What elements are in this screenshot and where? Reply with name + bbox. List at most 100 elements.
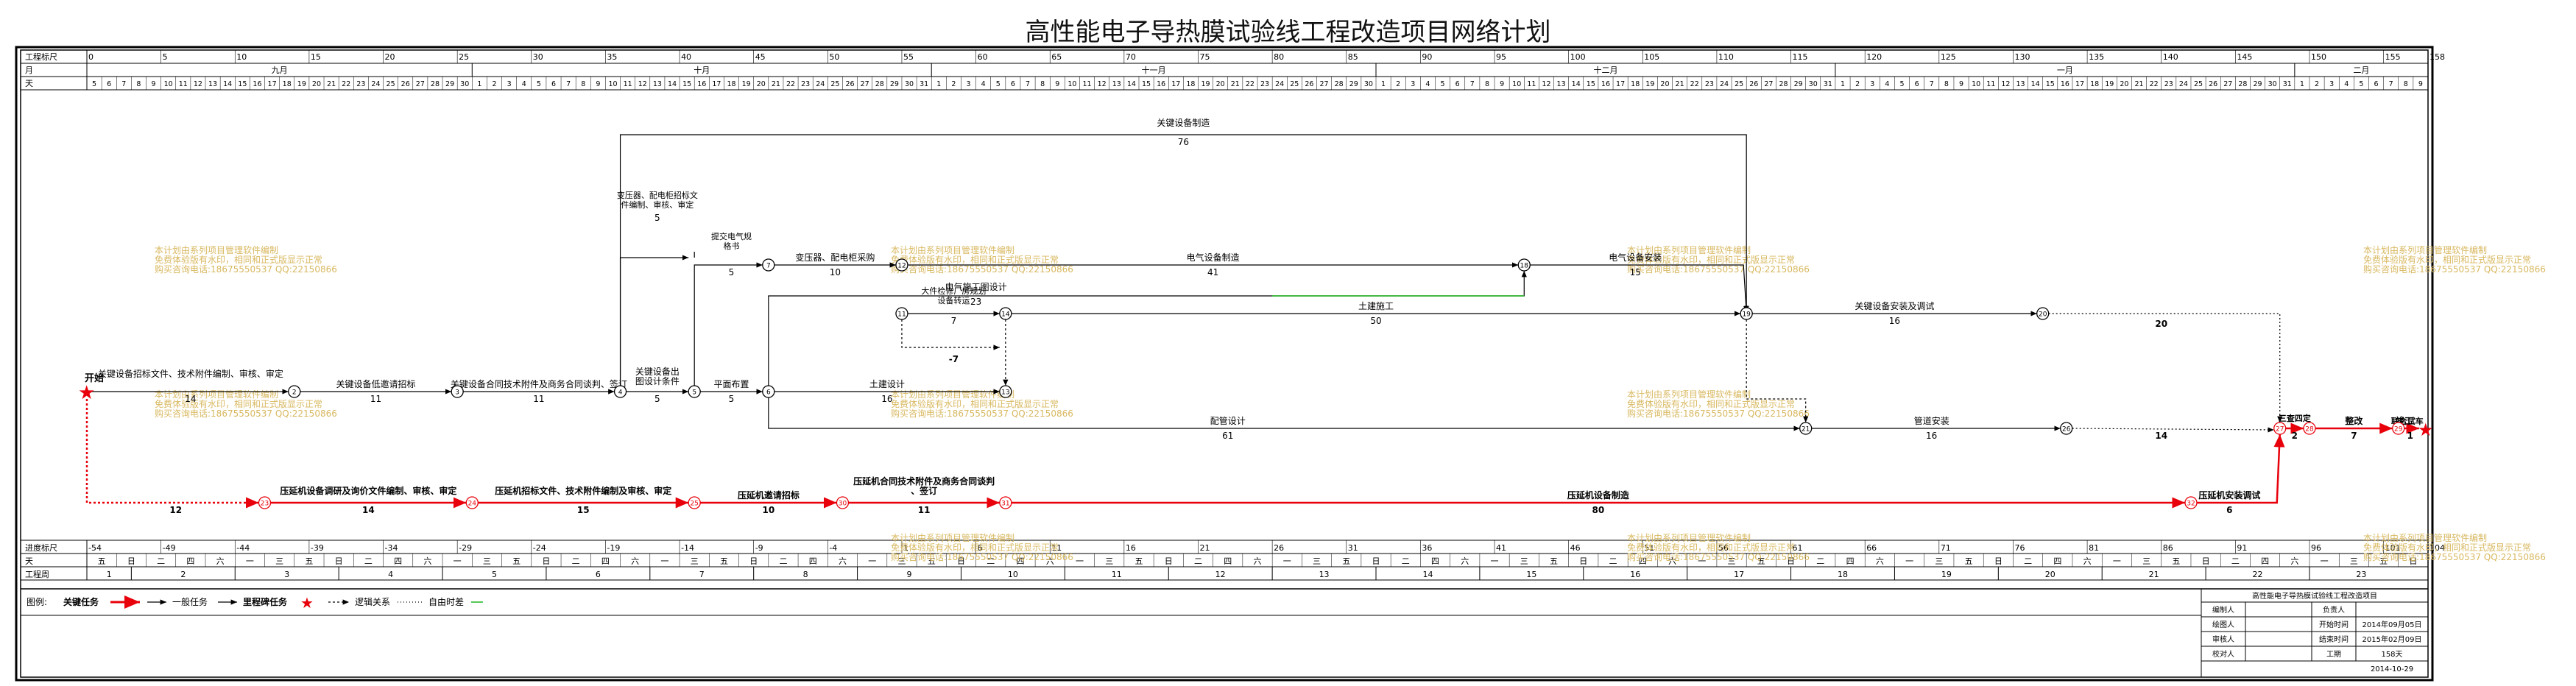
day-number: 2 <box>2315 80 2319 88</box>
event-node <box>999 385 1012 398</box>
progress-tick-label: 36 <box>1422 543 1432 553</box>
day-number: 2 <box>1855 80 1860 88</box>
watermark: 本计划由系列项目管理软件编制免费体验版有水印，相同和正式版显示正常购买咨询电话:… <box>1627 532 1810 562</box>
day-number: 9 <box>2418 80 2423 88</box>
day-number: 5 <box>1899 80 1904 88</box>
weekday-cell: 五 <box>98 556 106 566</box>
day-number: 16 <box>253 80 261 88</box>
day-number: 12 <box>194 80 202 88</box>
day-number: 1 <box>477 80 481 88</box>
weekday-cell: 六 <box>423 556 431 566</box>
weekday-cell: 一 <box>2113 556 2121 566</box>
day-number: 5 <box>2359 80 2363 88</box>
progress-tick-label: 1 <box>903 543 908 553</box>
weekday-cell: 二 <box>1194 556 1202 566</box>
day-number: 9 <box>152 80 156 88</box>
event-node-number: 27 <box>2276 426 2284 434</box>
activity-arrows <box>85 134 2419 509</box>
scale-tick-label: 125 <box>1941 52 1956 62</box>
day-number: 22 <box>1690 80 1699 88</box>
day-number: 11 <box>1986 80 1995 88</box>
activity-name: 压延机安装调试 <box>2198 489 2260 501</box>
watermark: 本计划由系列项目管理软件编制免费体验版有水印，相同和正式版显示正常购买咨询电话:… <box>2363 244 2546 275</box>
day-number: 23 <box>2164 80 2173 88</box>
weekday-cell: 六 <box>1876 556 1884 566</box>
scale-tick-label: 35 <box>607 52 617 62</box>
progress-tick-label: -19 <box>607 543 620 553</box>
day-number: 21 <box>1676 80 1684 88</box>
progress-tick-label: 41 <box>1496 543 1506 553</box>
day-number: 28 <box>431 80 440 88</box>
day-number: 7 <box>566 80 571 88</box>
legend-critical-label: 关键任务 <box>63 596 99 607</box>
day-number: 11 <box>1527 80 1536 88</box>
watermark-line: 购买咨询电话:18675550537 QQ:22150866 <box>155 264 337 275</box>
activity-duration: 16 <box>881 394 892 404</box>
day-number: 15 <box>238 80 247 88</box>
scale-tick-label: 120 <box>1866 52 1882 62</box>
day-number: 29 <box>890 80 899 88</box>
day-number: 26 <box>1305 80 1313 88</box>
progress-tick-label: -9 <box>755 543 763 553</box>
weekday-cell: 四 <box>1639 556 1647 566</box>
activity-arrow <box>619 134 1749 386</box>
event-node-number: 28 <box>2305 426 2314 434</box>
day-number: 4 <box>981 80 986 88</box>
event-node-number: 12 <box>897 263 906 270</box>
progress-tick-label: 101 <box>2385 543 2401 553</box>
weekday-cell: 二 <box>987 556 995 566</box>
month-label: 十二月 <box>1593 65 1617 75</box>
watermark-line: 免费体验版有水印，相同和正式版显示正常 <box>891 254 1059 265</box>
day-number: 21 <box>772 80 780 88</box>
weekday-cell: 一 <box>660 556 668 566</box>
day-number: 10 <box>164 80 173 88</box>
day-number: 26 <box>1749 80 1758 88</box>
watermark-line: 免费体验版有水印，相同和正式版显示正常 <box>891 542 1059 553</box>
weekday-cell: 日 <box>1787 556 1795 566</box>
day-number: 17 <box>268 80 277 88</box>
day-number: 30 <box>1809 80 1818 88</box>
milestone-star-icon: ★ <box>300 594 314 612</box>
progress-tick-label: 11 <box>1051 543 1062 553</box>
day-number: 25 <box>2194 80 2203 88</box>
week-number: 8 <box>803 570 808 579</box>
month-label: 一月 <box>2057 66 2073 75</box>
day-number: 13 <box>1112 80 1121 88</box>
event-node <box>465 496 479 509</box>
weekday-cell: 一 <box>1076 556 1084 566</box>
weekday-cell: 六 <box>2083 556 2092 566</box>
weekday-cell: 四 <box>1224 556 1232 566</box>
weekday-cell: 日 <box>1579 556 1587 566</box>
day-number: 1 <box>1381 80 1386 88</box>
progress-tick-label: 56 <box>1718 543 1729 553</box>
day-number: 10 <box>1972 80 1980 88</box>
scale-tick-label: 80 <box>1274 52 1284 62</box>
progress-tick-label: -4 <box>829 543 837 553</box>
progress-tick-label: 91 <box>2237 543 2247 553</box>
week-number: 15 <box>1526 570 1536 579</box>
event-node <box>2392 422 2405 435</box>
day-number: 4 <box>2344 80 2349 88</box>
day-number: 5 <box>537 80 541 88</box>
day-number: 9 <box>1055 80 1059 88</box>
progress-scale-label: 进度标尺 <box>25 542 57 553</box>
title-block-key: 结束时间 <box>2319 634 2349 644</box>
progress-tick-label: 26 <box>1274 543 1284 553</box>
event-node <box>1740 307 1753 320</box>
day-number: 22 <box>342 80 350 88</box>
progress-tick-label: -44 <box>236 543 250 553</box>
event-node <box>999 496 1012 509</box>
activity-duration: 41 <box>1207 267 1218 277</box>
start-label: 开始 <box>85 372 104 384</box>
weekday-cell: 四 <box>601 556 610 566</box>
week-number: 1 <box>107 570 112 579</box>
week-number: 14 <box>1422 570 1433 579</box>
scale-tick-label: 50 <box>829 52 839 62</box>
activity-arrow <box>768 271 1527 386</box>
weekday-cell: 四 <box>1846 556 1855 566</box>
watermark-line: 购买咨询电话:18675550537 QQ:22150866 <box>891 551 1073 562</box>
activity-name: 关键设备制造 <box>1157 118 1210 128</box>
day-number: 1 <box>936 80 941 88</box>
watermark-layer: 本计划由系列项目管理软件编制免费体验版有水印，相同和正式版显示正常购买咨询电话:… <box>155 244 2546 562</box>
week-number: 7 <box>699 570 705 579</box>
